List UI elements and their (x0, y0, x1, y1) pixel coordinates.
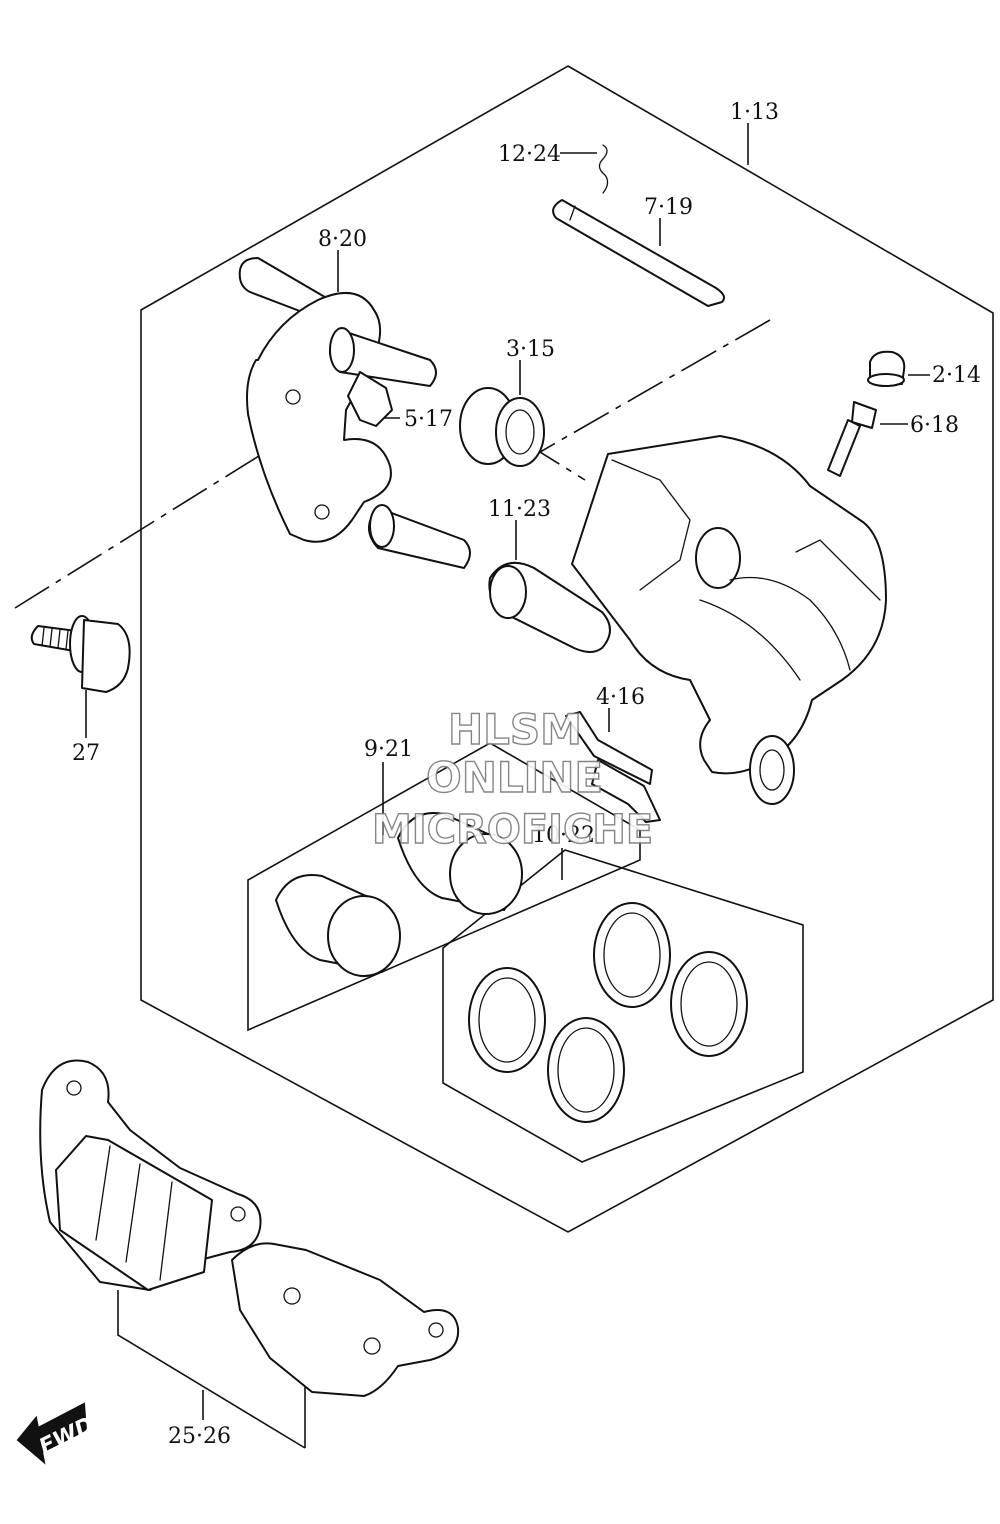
callout-pin: 7·19 (644, 195, 693, 220)
watermark-line-1: HLSM (448, 705, 582, 754)
watermark-line-2: ONLINE (426, 753, 603, 802)
caliper-assembly-outline (140, 65, 994, 1233)
callout-bleeder: 6·18 (910, 413, 959, 438)
callout-bracket: 8·20 (318, 227, 367, 252)
caliper-body-part (571, 435, 887, 805)
spring-part (347, 371, 393, 427)
slide-pin-part (552, 199, 725, 307)
callout-retainer: 4·16 (596, 685, 645, 710)
boot-part-a (459, 387, 545, 467)
watermark: HLSM ONLINE MICROFICHE (371, 704, 654, 853)
boot-part-b (488, 561, 611, 653)
callout-clip: 12·24 (498, 142, 561, 167)
callout-assembly: 1·13 (730, 100, 779, 125)
bleeder-cap-part (867, 350, 906, 387)
clip-part (598, 144, 609, 194)
seal-set-outline (442, 849, 804, 1163)
brake-pads-part (39, 1059, 460, 1397)
callout-seal: 10·22 (532, 823, 595, 848)
callout-cap: 2·14 (932, 363, 981, 388)
piston-seals-part (468, 902, 748, 1123)
callout-spring: 5·17 (404, 407, 453, 432)
callout-pads: 25·26 (168, 1424, 231, 1449)
callout-piston: 9·21 (364, 737, 413, 762)
mounting-bolt-part (30, 615, 131, 693)
callout-boot-a: 3·15 (506, 337, 555, 362)
watermark-line-3: MICROFICHE (372, 807, 653, 853)
bleeder-screw-part (827, 401, 877, 477)
pistons-part (275, 812, 523, 977)
callout-boot-b: 11·23 (488, 497, 551, 522)
forward-direction-arrow-icon: FWD (16, 1402, 98, 1465)
pad-retainer-part (565, 711, 661, 823)
bracket-part (238, 257, 471, 569)
callout-bolt: 27 (72, 741, 100, 766)
piston-set-outline (247, 742, 641, 1032)
